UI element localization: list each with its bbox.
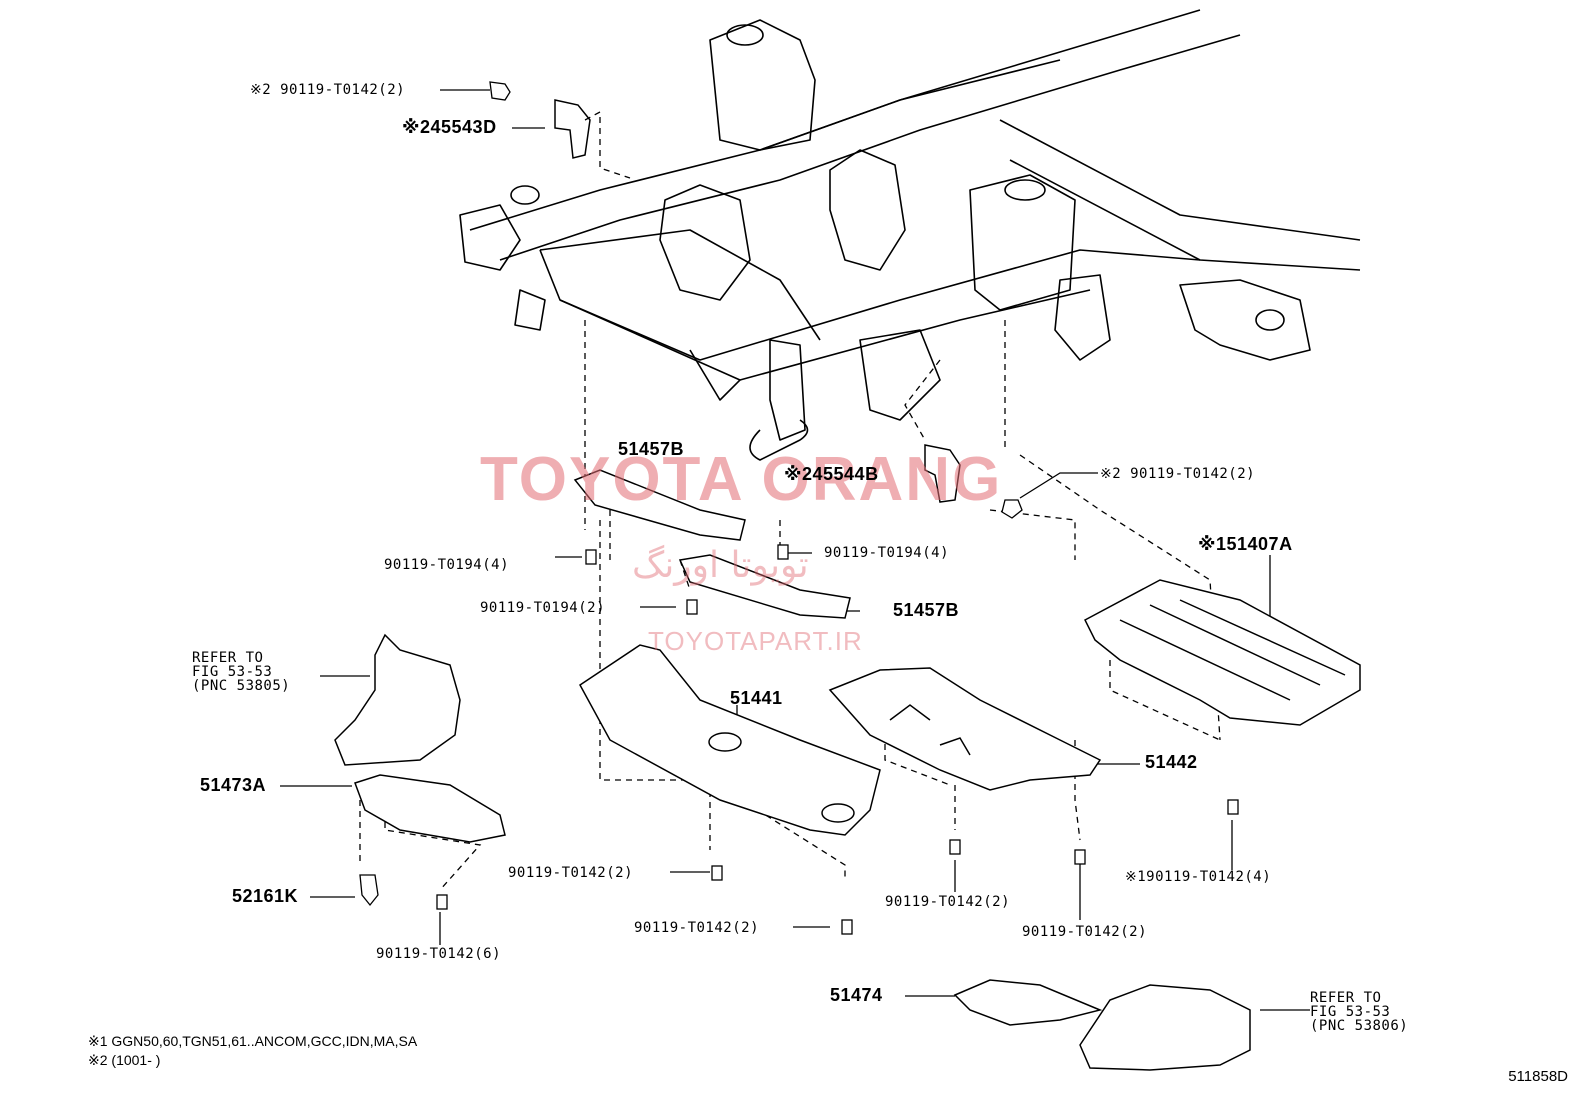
label-51457B-bottom: 51457B xyxy=(893,600,960,620)
part-51474 xyxy=(953,979,1103,1026)
shield-51442 xyxy=(828,667,1102,791)
footnote-2: ※2 (1001- ) xyxy=(88,1052,161,1068)
label-51474: 51474 xyxy=(830,985,883,1005)
label-refer-53805-2: FIG 53-53 xyxy=(192,664,273,680)
label-refer-53806-2: FIG 53-53 xyxy=(1310,1004,1391,1020)
label-45544B: ※245544B xyxy=(784,464,879,484)
label-t0194-4-left: 90119-T0194(4) xyxy=(384,557,510,573)
footnote-1: ※1 GGN50,60,TGN51,61..ANCOM,GCC,IDN,MA,S… xyxy=(88,1033,418,1049)
watermark-persian: تویوتا اورنگ xyxy=(632,545,809,586)
label-t0142-2-c: 90119-T0142(2) xyxy=(885,894,1011,910)
part-51473A xyxy=(354,774,506,843)
label-refer-53806-1: REFER TO xyxy=(1310,990,1382,1006)
part-ref-53805 xyxy=(334,633,461,766)
frame-assembly xyxy=(459,9,1361,461)
label-51441: 51441 xyxy=(730,688,783,708)
bolts xyxy=(359,81,1239,935)
label-t0194-2: 90119-T0194(2) xyxy=(480,600,606,616)
label-t0142-2-b: 90119-T0142(2) xyxy=(634,920,760,936)
label-t0142-2-a: 90119-T0142(2) xyxy=(508,865,634,881)
label-51473A: 51473A xyxy=(200,775,267,795)
label-51457B-top: 51457B xyxy=(618,439,685,459)
label-t0142-2-d: 90119-T0142(2) xyxy=(1022,924,1148,940)
label-refer-53805-3: (PNC 53805) xyxy=(192,678,291,694)
label-bolt-right-mid: ※2 90119-T0142(2) xyxy=(1100,466,1256,482)
plate-51457B-top xyxy=(573,469,746,541)
part-ref-53806 xyxy=(1079,984,1251,1071)
watermark-site: TOYOTAPART.IR xyxy=(648,626,863,656)
watermark-brand: TOYOTA ORANG xyxy=(480,445,1003,514)
label-t0194-4-right: 90119-T0194(4) xyxy=(824,545,950,561)
label-51442: 51442 xyxy=(1145,752,1198,772)
shield-51441 xyxy=(579,644,881,836)
diagram-code: 511858D xyxy=(1508,1068,1568,1085)
label-t0142-6: 90119-T0142(6) xyxy=(376,946,502,962)
label-45543D: ※245543D xyxy=(402,117,497,137)
bracket-45543D xyxy=(554,99,591,159)
label-refer-53806-3: (PNC 53806) xyxy=(1310,1018,1409,1034)
bracket-45544B xyxy=(924,444,961,503)
label-51407A: ※151407A xyxy=(1198,534,1293,554)
label-52161K: 52161K xyxy=(232,886,299,906)
label-t0142-4: ※190119-T0142(4) xyxy=(1125,869,1272,885)
plate-51457B-bottom xyxy=(678,554,851,619)
label-bolt-top-left: ※2 90119-T0142(2) xyxy=(250,82,406,98)
skid-plate-51407A xyxy=(1084,579,1361,726)
label-refer-53805-1: REFER TO xyxy=(192,650,264,666)
